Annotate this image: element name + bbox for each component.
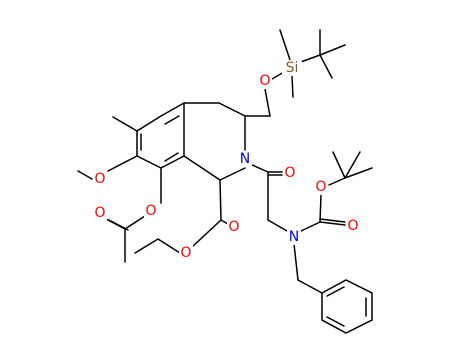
atom-n-ring: N xyxy=(238,151,252,167)
benzene-ring xyxy=(321,279,373,334)
atom-si-label: Si xyxy=(286,60,299,76)
bond-25 xyxy=(157,238,181,254)
atom-o-amide: O xyxy=(283,165,297,181)
bond-50 xyxy=(297,279,323,294)
bond-35 xyxy=(319,54,333,79)
atom-o-ethyl-ester-label: O xyxy=(180,245,191,261)
atom-o-silyl-ether: O xyxy=(258,73,272,89)
bond-2 xyxy=(160,155,185,169)
benzene-double-bond-0 xyxy=(326,286,345,297)
bond-44 xyxy=(319,218,346,223)
bond-18 xyxy=(124,215,146,230)
atom-o-acetate-carbonyl: O xyxy=(93,205,107,221)
atom-o-carbamate-ester-label: O xyxy=(315,179,326,195)
atom-o-carbamate-ester: O xyxy=(314,179,328,195)
atom-o-ethyl-ester-carbonyl: O xyxy=(227,219,241,235)
bond-13 xyxy=(183,155,221,181)
atom-o-ethyl-ester-carbonyl-label: O xyxy=(228,219,239,235)
atom-n-carbamate: N xyxy=(287,229,301,245)
bond-5 xyxy=(136,115,162,132)
bond-33 xyxy=(319,44,346,56)
atom-o-carbamate-carbonyl: O xyxy=(346,218,360,234)
bond-0 xyxy=(160,102,185,117)
atom-o-carbamate-carbonyl-label: O xyxy=(347,218,358,234)
atom-o-amide-label: O xyxy=(284,165,295,181)
atom-o-ethyl-ester: O xyxy=(179,245,193,261)
bond-23 xyxy=(220,219,229,225)
bond-3 xyxy=(136,155,162,169)
bond-10 xyxy=(218,102,246,117)
bond-30 xyxy=(279,29,291,61)
bond-22 xyxy=(219,179,222,221)
bond-40 xyxy=(267,219,288,232)
bond-16 xyxy=(77,170,93,180)
atom-n-ring-label: N xyxy=(240,151,250,167)
atom-o-silyl-ether-label: O xyxy=(259,73,270,89)
bond-28 xyxy=(264,88,271,117)
bond-15 xyxy=(107,155,138,172)
atom-o-methoxy-label: O xyxy=(94,171,105,187)
atom-o-acetate-ester-label: O xyxy=(145,203,156,219)
bond-41 xyxy=(300,221,321,232)
bond-43 xyxy=(319,221,346,226)
bond-45 xyxy=(328,177,346,186)
benzene-double-bond-2 xyxy=(326,316,345,327)
atom-o-acetate-ester: O xyxy=(144,203,158,219)
bond-14 xyxy=(112,116,138,132)
bond-8 xyxy=(164,152,179,162)
bond-12 xyxy=(219,167,246,181)
atom-si: Si xyxy=(282,60,302,76)
bond-6 xyxy=(164,115,180,125)
atom-o-methoxy: O xyxy=(93,171,107,187)
bond-49 xyxy=(293,243,299,281)
bond-47 xyxy=(344,167,373,179)
atom-labels: O Si N O O O N O xyxy=(93,60,360,261)
bond-24 xyxy=(191,219,222,248)
bond-42 xyxy=(319,194,322,223)
bond-48 xyxy=(332,151,346,179)
bond-36 xyxy=(249,163,269,173)
bond-32 xyxy=(291,75,294,98)
atom-o-acetate-carbonyl-label: O xyxy=(94,205,105,221)
atom-n-carbamate-label: N xyxy=(289,229,299,245)
bond-lines xyxy=(77,29,373,334)
bond-46 xyxy=(344,151,361,179)
bond-26 xyxy=(134,238,159,254)
